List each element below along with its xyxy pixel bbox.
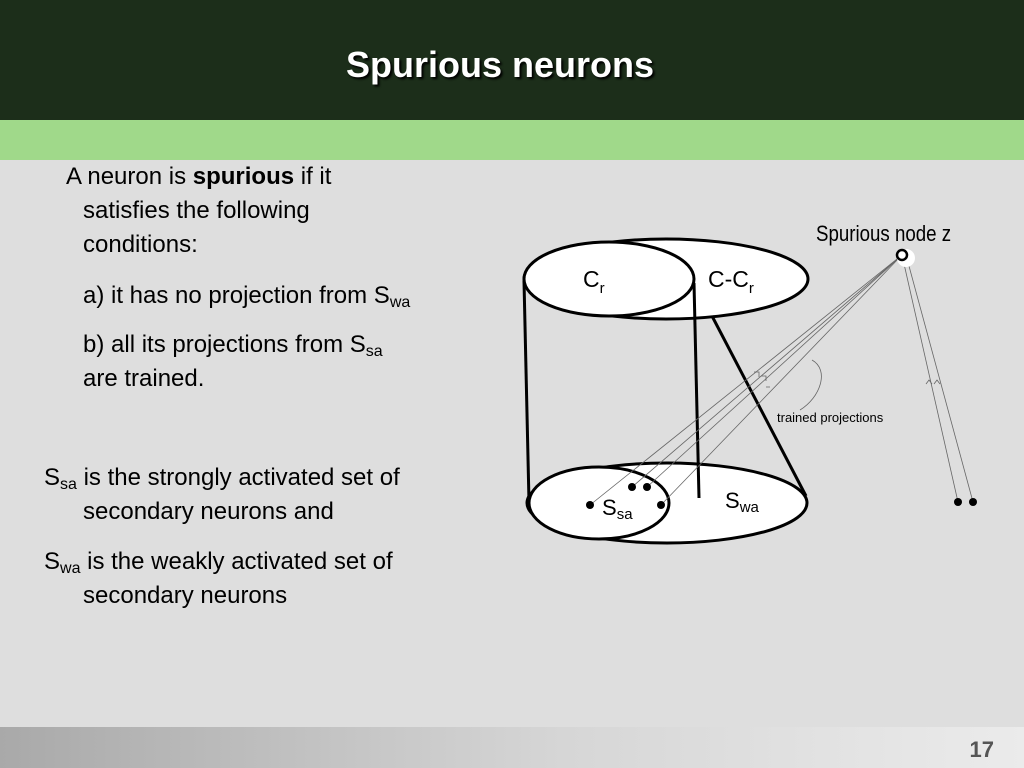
ssa-label: Ssa	[602, 495, 633, 523]
spurious-node-label: Spurious node z	[816, 223, 951, 247]
ssa-sub: sa	[60, 476, 77, 493]
ssa-line1: is the strongly activated set of	[76, 464, 400, 491]
page-number: 17	[969, 737, 994, 762]
footer-bar: 17	[0, 727, 1024, 768]
condition-b: b) all its projections from Ssa	[83, 328, 383, 362]
swa-label: Swa	[725, 488, 760, 516]
spurious-node	[895, 248, 909, 262]
swa-line2: secondary neurons	[83, 582, 288, 609]
c-minus-cr-label: C-Cr	[708, 266, 754, 297]
intro-prefix: A neuron is	[66, 163, 193, 190]
cr-label-sub: r	[600, 280, 605, 297]
ssa-label-s: S	[602, 495, 617, 520]
ssa-ellipse	[527, 465, 671, 541]
ssa-line2: secondary neurons and	[83, 498, 334, 525]
condition-b-text: b) all its projections from S	[83, 331, 366, 358]
definition-intro: A neuron is spurious if it	[66, 160, 331, 194]
swa-line1: is the weakly activated set of	[80, 548, 393, 575]
swa-label-sub: wa	[739, 499, 760, 516]
condition-a: a) it has no projection from Swa	[83, 279, 410, 313]
trained-projections-label: trained projections	[777, 410, 884, 425]
intro-suffix: if it	[294, 163, 332, 190]
cr-label: Cr	[583, 266, 605, 297]
swa-sub: wa	[60, 560, 81, 577]
accent-band	[0, 120, 1024, 160]
projection-lines	[589, 254, 974, 506]
cr-label-c: C	[583, 266, 600, 292]
condition-b-sub: sa	[365, 343, 383, 360]
ssa-label-sub: sa	[617, 506, 634, 523]
condition-a-sub: wa	[389, 294, 411, 311]
title-bar	[0, 0, 1024, 120]
swa-label-s: S	[725, 488, 740, 513]
cone-edge	[710, 315, 808, 497]
ccr-label-c: C-C	[708, 266, 749, 292]
cylinder-left-edge	[522, 280, 531, 503]
ssa-s: S	[44, 464, 61, 491]
intro-bold: spurious	[192, 163, 295, 190]
condition-a-text: a) it has no projection from S	[83, 282, 390, 309]
cylinder-inner-edge	[692, 282, 701, 499]
ccr-label-sub: r	[749, 280, 754, 297]
definition-line2: satisfies the following	[83, 197, 310, 224]
definition-line3: conditions:	[83, 231, 198, 258]
neuron-dots	[586, 483, 977, 509]
swa-definition: Swa is the weakly activated set of	[44, 545, 393, 579]
swa-s: S	[44, 548, 61, 575]
ssa-definition: Ssa is the strongly activated set of	[44, 461, 400, 495]
slide-title: Spurious neurons	[345, 44, 655, 85]
condition-b-line2: are trained.	[83, 365, 205, 392]
cr-ellipse	[522, 240, 696, 318]
